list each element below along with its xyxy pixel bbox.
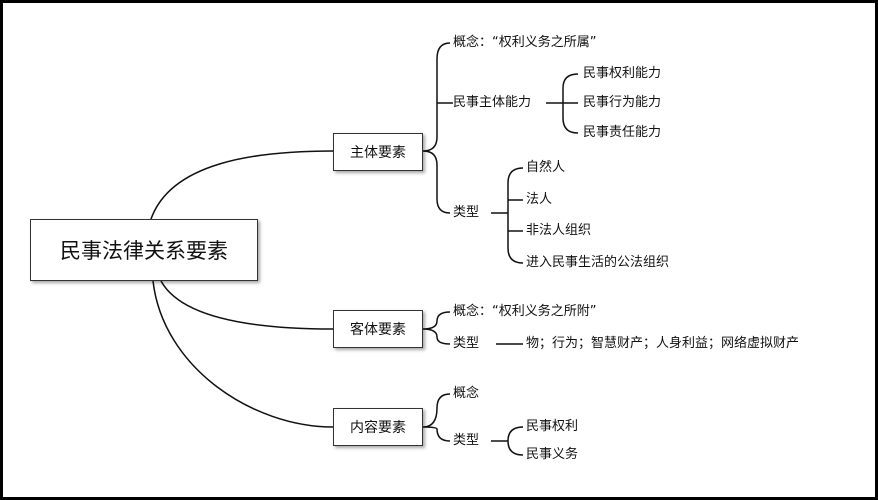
brace-subject (422, 42, 451, 214)
link-root-content (152, 280, 334, 428)
object-types-value[interactable]: 物；行为；智慧财产；人身利益；网络虚拟财产 (526, 336, 800, 351)
object-types[interactable]: 类型 (453, 336, 480, 351)
node-subject-label: 主体要素 (350, 145, 406, 161)
subject-types[interactable]: 类型 (453, 205, 480, 220)
link-root-object (160, 280, 334, 330)
capacity-item-2[interactable]: 民事行为能力 (583, 95, 662, 110)
node-content[interactable]: 内容要素 (333, 408, 423, 446)
mind-map-canvas: 民事法律关系要素 主体要素 客体要素 内容要素 概念：“权利义务之所属” 民事主… (3, 3, 875, 497)
root-node[interactable]: 民事法律关系要素 (30, 219, 258, 281)
brace-object (422, 311, 451, 345)
content-type-item-1[interactable]: 民事权利 (526, 419, 579, 434)
subject-capacity[interactable]: 民事主体能力 (453, 95, 532, 110)
link-root-subject (150, 150, 334, 220)
subject-type-item-4[interactable]: 进入民事生活的公法组织 (526, 255, 670, 270)
brace-content-types (507, 426, 524, 456)
content-concept[interactable]: 概念 (453, 386, 480, 401)
subject-type-item-3[interactable]: 非法人组织 (526, 223, 592, 238)
root-node-label: 民事法律关系要素 (60, 239, 228, 263)
node-subject[interactable]: 主体要素 (333, 133, 423, 171)
capacity-item-3[interactable]: 民事责任能力 (583, 125, 662, 140)
brace-subject-types (507, 167, 524, 264)
content-type-item-2[interactable]: 民事义务 (526, 447, 579, 462)
object-concept[interactable]: 概念：“权利义务之所附” (453, 304, 597, 319)
connector-lines (150, 42, 579, 456)
subject-type-item-2[interactable]: 法人 (526, 192, 553, 207)
node-object[interactable]: 客体要素 (333, 310, 423, 348)
subject-type-item-1[interactable]: 自然人 (526, 160, 566, 175)
subject-concept[interactable]: 概念：“权利义务之所属” (453, 35, 597, 50)
node-content-label: 内容要素 (350, 420, 406, 436)
brace-content (422, 393, 451, 442)
node-object-label: 客体要素 (350, 322, 406, 338)
capacity-item-1[interactable]: 民事权利能力 (583, 66, 662, 81)
content-types[interactable]: 类型 (453, 433, 480, 448)
